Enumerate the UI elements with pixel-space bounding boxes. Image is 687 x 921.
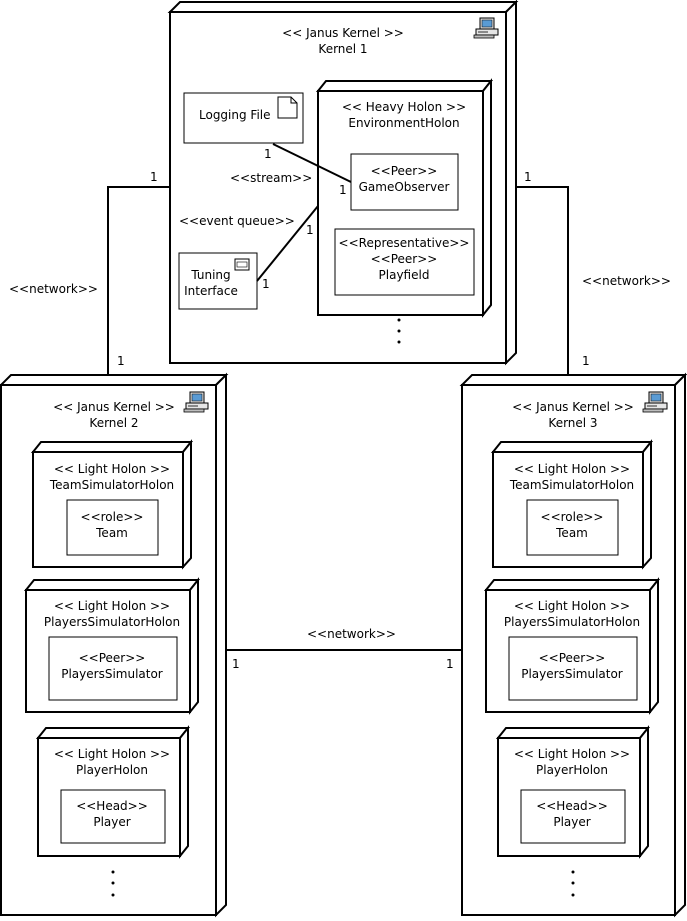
- logging-file-label: Logging File: [199, 108, 271, 122]
- holon-stereotype: << Light Holon >>: [54, 462, 170, 476]
- holon-name: PlayersSimulatorHolon: [44, 615, 180, 629]
- connection-k1-k2: 1 1 <<network>>: [9, 170, 170, 378]
- playfield-stereotype-1: <<Representative>>: [339, 236, 470, 250]
- team-simulator-holon-k3: << Light Holon >> TeamSimulatorHolon <<r…: [490, 439, 654, 570]
- team-simulator-holon-k2: << Light Holon >> TeamSimulatorHolon <<r…: [30, 439, 194, 570]
- logging-file-artifact: Logging File: [183, 92, 304, 144]
- playfield-stereotype-2: <<Peer>>: [371, 252, 438, 266]
- team-role-box: [526, 499, 619, 556]
- players-simulator-name: PlayersSimulator: [521, 667, 623, 681]
- mult-logging: 1: [264, 147, 272, 161]
- environment-holon-name: EnvironmentHolon: [348, 116, 459, 130]
- tuning-interface-label-1: Tuning: [190, 268, 230, 282]
- stream-link: [272, 143, 352, 183]
- team-name: Team: [555, 526, 588, 540]
- stream-label: <<stream>>: [230, 171, 312, 185]
- kernel-3-stereotype: << Janus Kernel >>: [512, 400, 634, 414]
- holon-name: PlayerHolon: [76, 763, 148, 777]
- event-queue-link: [256, 205, 319, 282]
- player-name: Player: [553, 815, 590, 829]
- player-stereotype: <<Head>>: [76, 799, 148, 813]
- holon-name: PlayersSimulatorHolon: [504, 615, 640, 629]
- kernel-1-node: << Janus Kernel >> Kernel 1 Logging File…: [167, 0, 519, 366]
- player-head-box: [520, 789, 626, 844]
- connection-k1-k3: 1 1 <<network>>: [508, 170, 671, 378]
- holon-stereotype: << Light Holon >>: [54, 599, 170, 613]
- network-label-k1-k2: <<network>>: [9, 282, 98, 296]
- tuning-interface-component: Tuning Interface: [178, 252, 258, 310]
- document-icon: [277, 96, 298, 119]
- game-observer-name: GameObserver: [359, 180, 450, 194]
- players-simulator-stereotype: <<Peer>>: [79, 651, 146, 665]
- kernel-3-node: << Janus Kernel >> Kernel 3 << Light Hol…: [459, 372, 687, 918]
- mult-k2-k3-b: 1: [446, 657, 454, 671]
- mult-k2-k3-a: 1: [232, 657, 240, 671]
- ellipsis-dots-kernel-1: [397, 318, 401, 344]
- holon-stereotype: << Light Holon >>: [514, 747, 630, 761]
- players-simulator-holon-k3: << Light Holon >> PlayersSimulatorHolon …: [483, 577, 661, 715]
- players-simulator-holon-k2: << Light Holon >> PlayersSimulatorHolon …: [23, 577, 201, 715]
- holon-name: TeamSimulatorHolon: [509, 478, 634, 492]
- holon-name: TeamSimulatorHolon: [49, 478, 174, 492]
- mult-tuning: 1: [262, 277, 270, 291]
- team-stereotype: <<role>>: [541, 510, 604, 524]
- kernel-3-name: Kernel 3: [548, 416, 597, 430]
- tuning-interface-label-2: Interface: [184, 284, 238, 298]
- mult-k1-k3-a: 1: [524, 170, 532, 184]
- mult-k1-k3-b: 1: [582, 354, 590, 368]
- player-head-box: [60, 789, 166, 844]
- kernel-2-name: Kernel 2: [89, 416, 138, 430]
- kernel-1-name: Kernel 1: [318, 42, 367, 56]
- kernel-2-stereotype: << Janus Kernel >>: [53, 400, 175, 414]
- kernel-1-stereotype: << Janus Kernel >>: [282, 26, 404, 40]
- ellipsis-dots-kernel-3: [571, 870, 575, 897]
- player-stereotype: <<Head>>: [536, 799, 608, 813]
- kernel-2-node: << Janus Kernel >> Kernel 2 << Light Hol…: [0, 372, 229, 918]
- event-queue-label: <<event queue>>: [179, 214, 295, 228]
- players-simulator-stereotype: <<Peer>>: [539, 651, 606, 665]
- mult-k1-k2-a: 1: [150, 170, 158, 184]
- connection-k2-k3: 1 1 <<network>>: [217, 627, 462, 671]
- environment-holon-node: << Heavy Holon >> EnvironmentHolon <<Pee…: [315, 78, 494, 318]
- team-name: Team: [95, 526, 128, 540]
- mult-queue-end: 1: [306, 223, 314, 237]
- mult-stream-end: 1: [339, 183, 347, 197]
- players-simulator-name: PlayersSimulator: [61, 667, 163, 681]
- player-holon-k2: << Light Holon >> PlayerHolon <<Head>> P…: [35, 725, 191, 859]
- holon-name: PlayerHolon: [536, 763, 608, 777]
- holon-stereotype: << Light Holon >>: [514, 462, 630, 476]
- environment-holon-stereotype: << Heavy Holon >>: [342, 100, 466, 114]
- mult-k1-k2-b: 1: [117, 354, 125, 368]
- game-observer-stereotype: <<Peer>>: [371, 164, 438, 178]
- holon-stereotype: << Light Holon >>: [54, 747, 170, 761]
- team-role-box: [66, 499, 159, 556]
- network-label-k1-k3: <<network>>: [582, 274, 671, 288]
- playfield-box: [334, 228, 475, 296]
- players-simulator-box: [508, 636, 638, 701]
- team-stereotype: <<role>>: [81, 510, 144, 524]
- network-label-k2-k3: <<network>>: [307, 627, 396, 641]
- player-name: Player: [93, 815, 130, 829]
- holon-stereotype: << Light Holon >>: [514, 599, 630, 613]
- players-simulator-box: [48, 636, 178, 701]
- player-holon-k3: << Light Holon >> PlayerHolon <<Head>> P…: [495, 725, 651, 859]
- playfield-name: Playfield: [379, 268, 430, 282]
- ellipsis-dots-kernel-2: [111, 870, 115, 897]
